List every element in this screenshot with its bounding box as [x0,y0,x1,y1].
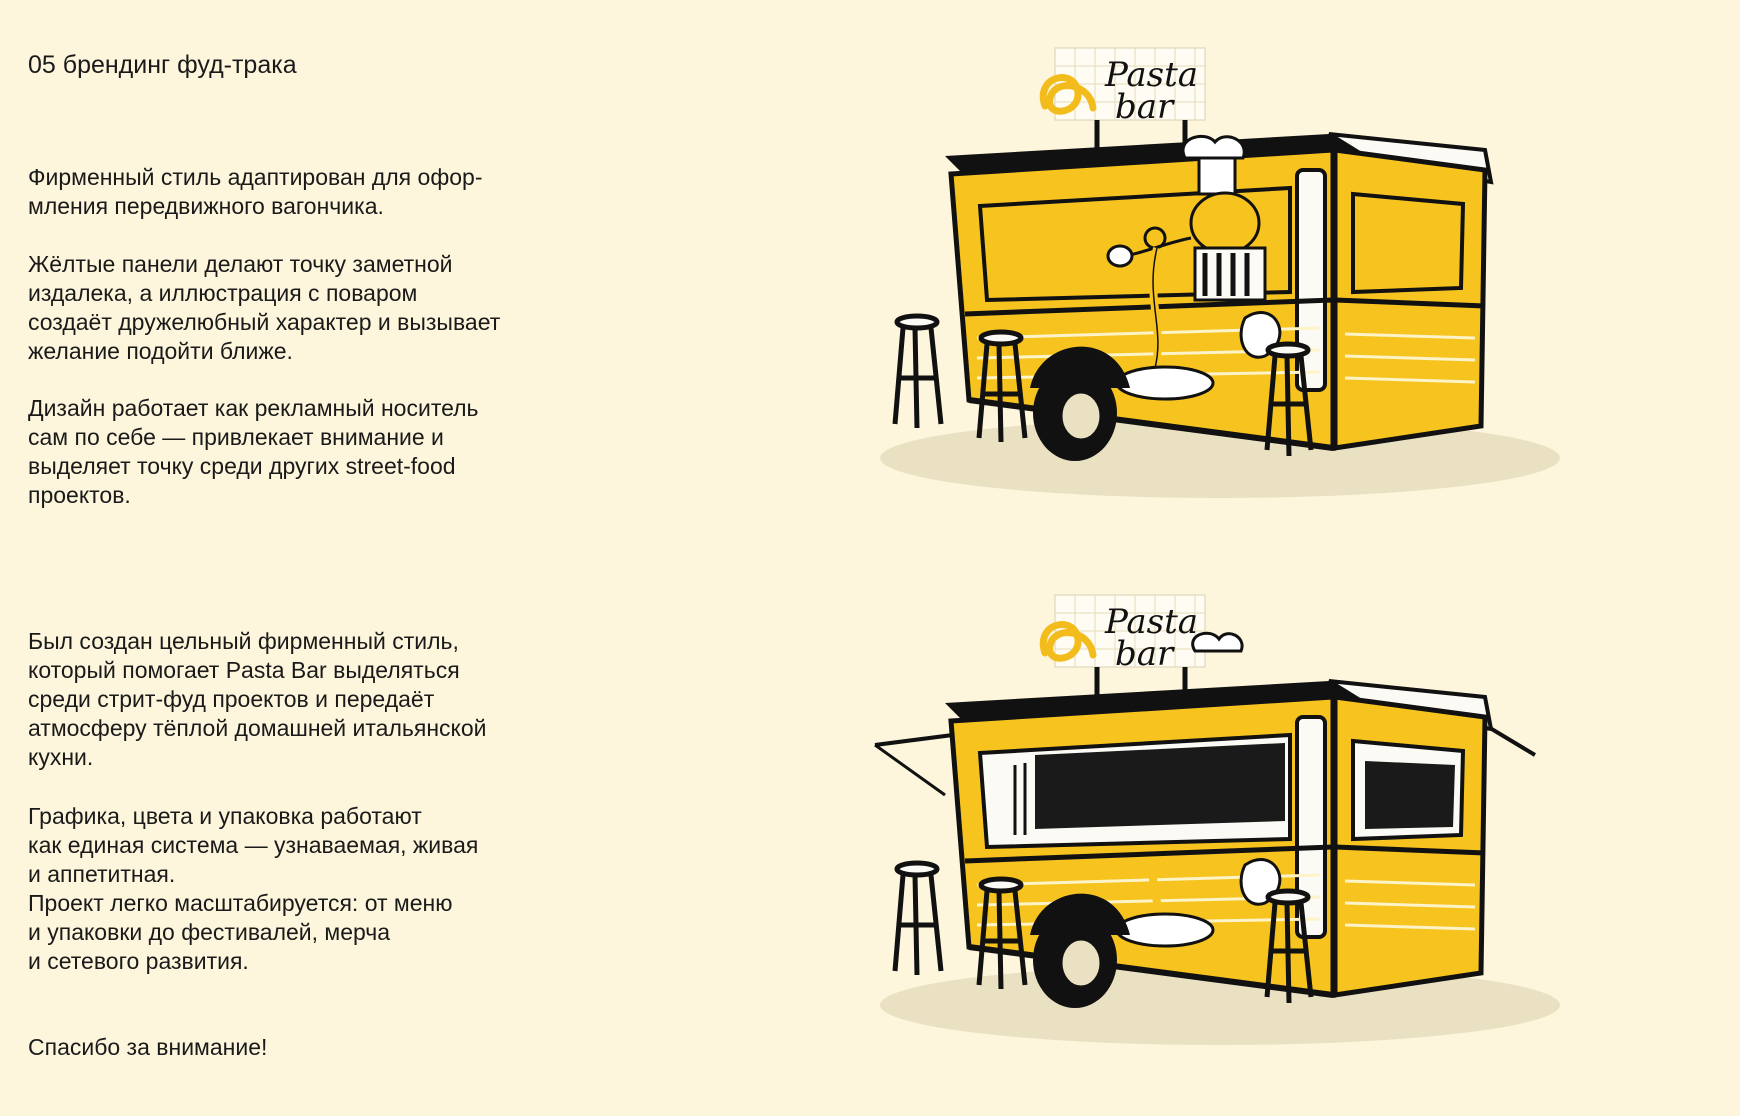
summary-paragraph-2: Графика, цвета и упаковка работают как е… [28,803,479,974]
awning-right [1483,723,1537,757]
pasta-swirl-icon [1039,74,1097,115]
closing-text: Спасибо за внимание! [28,1034,268,1060]
food-truck-illustration-closed: Pasta bar [865,38,1625,508]
section-title: 05 брендинг фуд-трака [28,51,297,79]
logo-line-2: bar [1115,634,1175,674]
truck-wheel [1030,346,1130,461]
description-paragraph-3: Дизайн работает как рекламный носитель с… [28,395,479,508]
bar-stools [892,860,1314,1004]
logo-line-2: bar [1115,87,1175,127]
description-paragraph-2: Жёлтые панели делают точку заметной изда… [28,251,501,364]
pasta-bar-logo-sign: Pasta bar [1039,594,1206,707]
pasta-swirl-icon [1039,621,1097,662]
pasta-bar-logo-sign: Pasta bar [1039,47,1206,160]
description-paragraph-1: Фирменный стиль адаптирован для офор- мл… [28,164,483,219]
logo-line-1: Pasta [1104,55,1198,95]
bar-stools [892,313,1314,457]
logo-line-1: Pasta [1104,602,1198,642]
food-truck-illustration-open: Pasta bar [865,585,1625,1055]
summary-paragraph-1: Был создан цельный фирменный стиль, кото… [28,628,487,770]
chef-illustration [1106,134,1282,401]
